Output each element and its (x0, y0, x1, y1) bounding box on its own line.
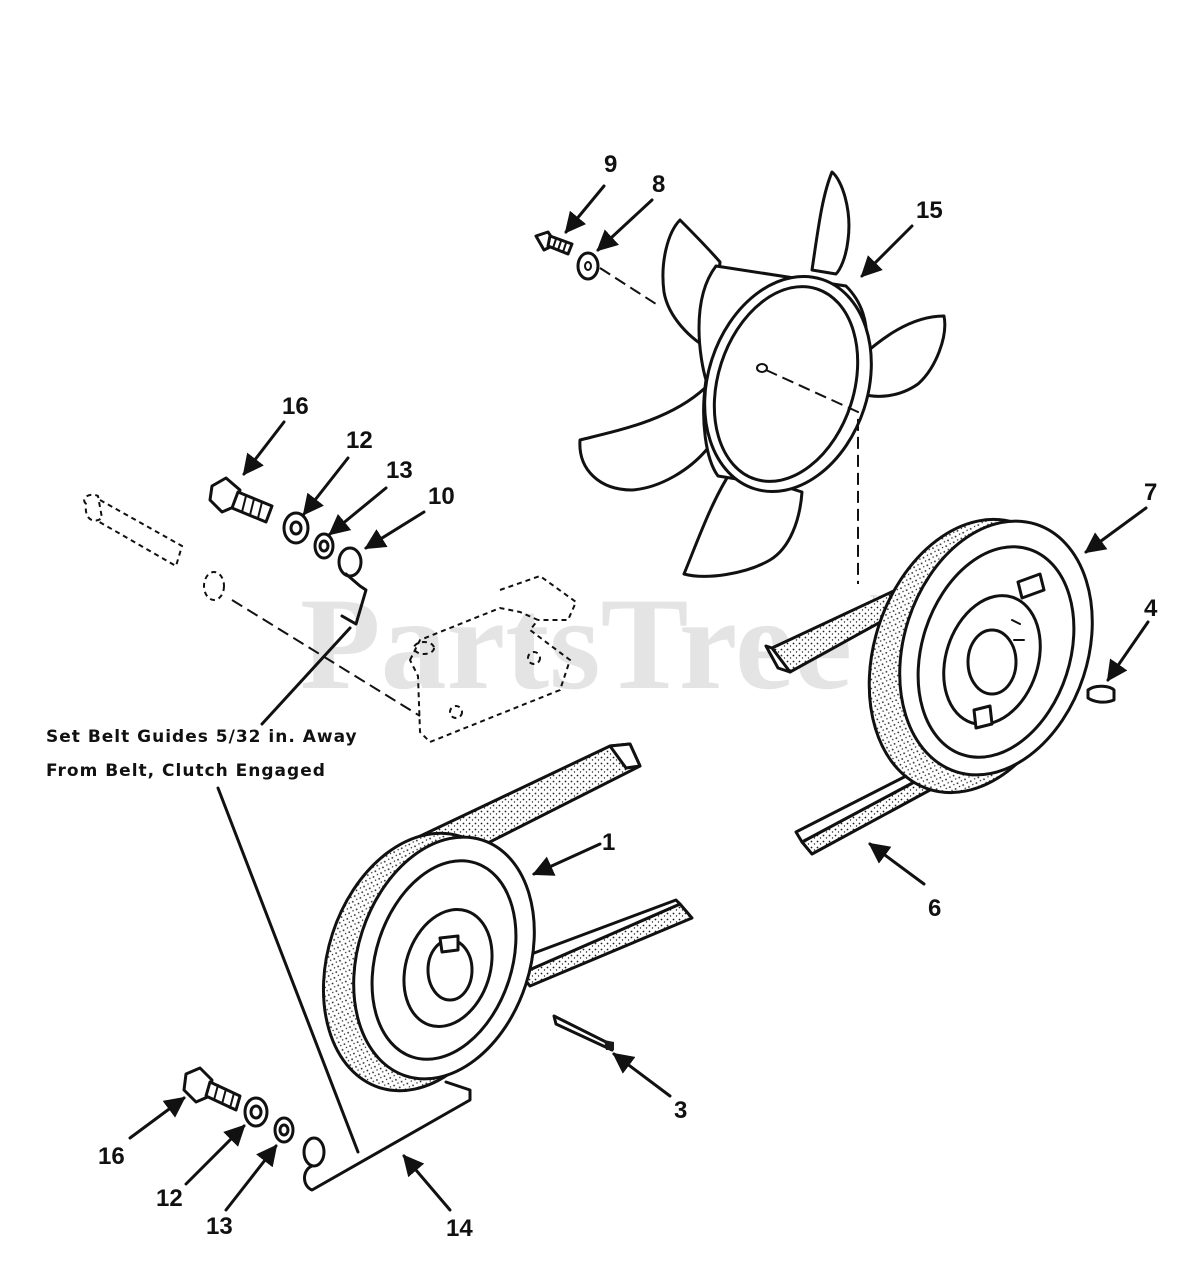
fan-bolt-center-line (599, 267, 657, 305)
fan-blade-top (810, 170, 851, 276)
lower-bolt-16 (182, 1066, 242, 1112)
phantom-bracket (408, 574, 578, 744)
callout-6: 6 (928, 895, 941, 922)
lower-washer-12 (243, 1096, 269, 1128)
callout-13-top: 13 (386, 457, 413, 484)
lower-pulley (321, 831, 536, 1093)
fan-ring-outer (703, 275, 873, 493)
upper-pulley (867, 517, 1094, 795)
callout-4: 4 (1144, 595, 1158, 622)
lower-pulley-key (552, 1014, 614, 1052)
fan-blade-right (860, 314, 947, 398)
note-callout: Set Belt Guides 5/32 in. Away From Belt,… (46, 626, 360, 1154)
callout-10: 10 (428, 483, 455, 510)
fan-bolt (534, 230, 574, 256)
lower-lockwasher-13 (273, 1116, 295, 1144)
callout-12-bottom: 12 (156, 1185, 183, 1212)
callout-8: 8 (652, 171, 665, 198)
callout-3: 3 (674, 1097, 687, 1124)
upper-belt-guide-10 (337, 546, 368, 626)
lower-belt (410, 742, 694, 988)
lower-belt-guide-14 (302, 1080, 472, 1192)
callout-14: 14 (446, 1215, 473, 1242)
note-leader-lower (216, 786, 360, 1154)
watermark: PartsTree TM (300, 570, 887, 717)
upper-pulley-key (1086, 684, 1116, 704)
fan-ring-inner (712, 285, 860, 483)
callout-9: 9 (604, 151, 617, 178)
phantom-bolt (83, 493, 421, 717)
fan-center-line (765, 369, 859, 584)
callout-12-top: 12 (346, 427, 373, 454)
fan-washer (576, 251, 600, 281)
part-numbers: 9 8 15 16 12 13 10 7 4 6 1 3 16 12 13 14 (98, 151, 1158, 1242)
note-line-2: From Belt, Clutch Engaged (46, 761, 326, 781)
upper-washer-12 (282, 511, 310, 545)
callout-13-bottom: 13 (206, 1213, 233, 1240)
upper-lockwasher-13 (313, 532, 335, 560)
upper-bolt-16 (208, 476, 274, 524)
callout-16-top: 16 (282, 393, 309, 420)
callout-arrows (128, 184, 1150, 1212)
callout-15: 15 (916, 197, 943, 224)
fan-blade-left (578, 386, 710, 492)
callout-16-bottom: 16 (98, 1143, 125, 1170)
callout-7: 7 (1144, 479, 1157, 506)
fan-blade-bottom (682, 468, 804, 578)
watermark-text: PartsTree (300, 570, 852, 717)
note-leader-upper (260, 626, 352, 726)
note-line-1: Set Belt Guides 5/32 in. Away (46, 727, 358, 747)
callout-1: 1 (602, 829, 615, 856)
fan-blade-assembly (578, 170, 947, 578)
fan-center-hole (756, 363, 768, 373)
